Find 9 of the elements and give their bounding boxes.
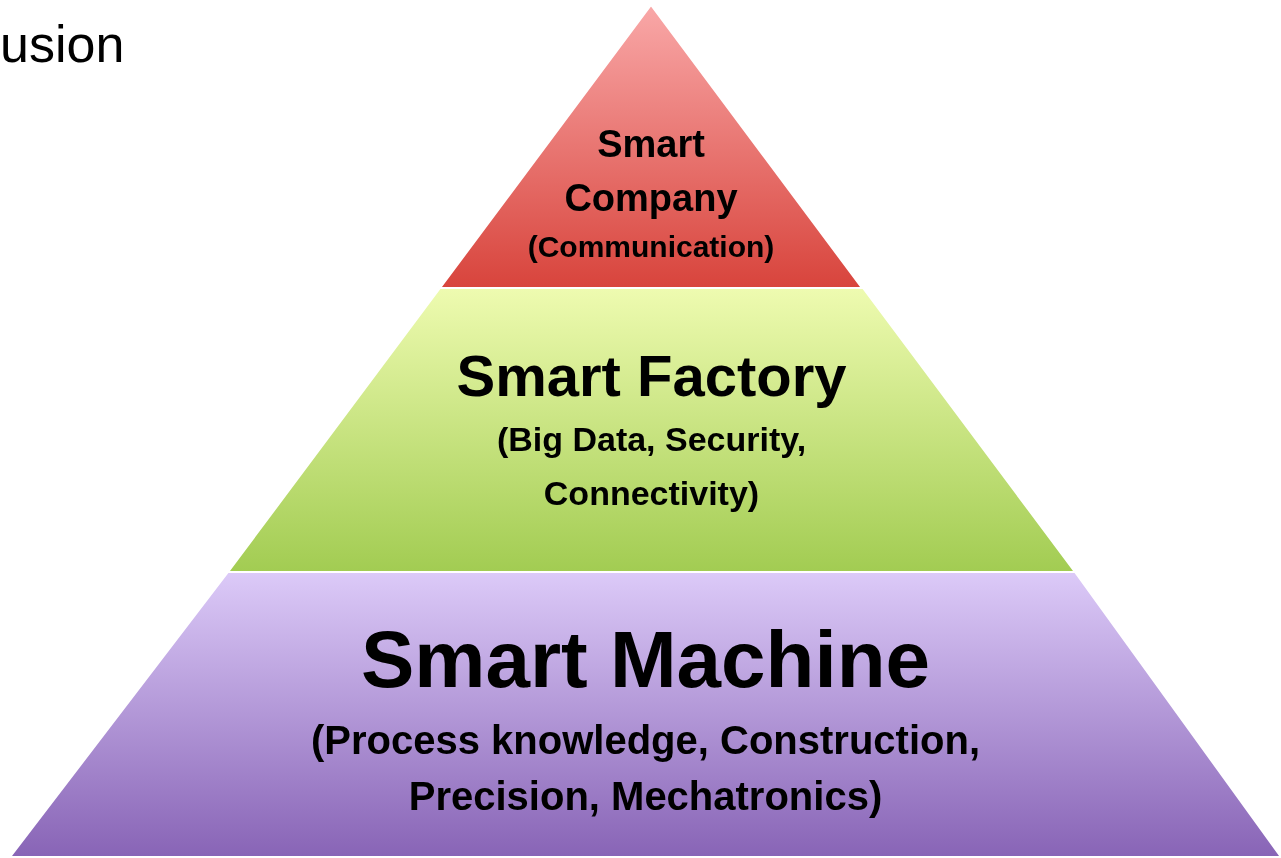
heading-text: usion [0, 14, 125, 75]
layer-description: (Communication) [526, 229, 776, 265]
layer-description: (Big Data, Security, Connectivity) [495, 419, 808, 514]
layer-title: Smart Machine [359, 614, 932, 706]
pyramid-layer [440, 5, 862, 288]
pyramid-layer [10, 572, 1281, 857]
layer-title: Smart Company [563, 122, 739, 221]
layer-title: Smart Factory [455, 342, 848, 410]
layer-description: (Process knowledge, Construction, Precision, Mechatronics) [310, 717, 981, 820]
